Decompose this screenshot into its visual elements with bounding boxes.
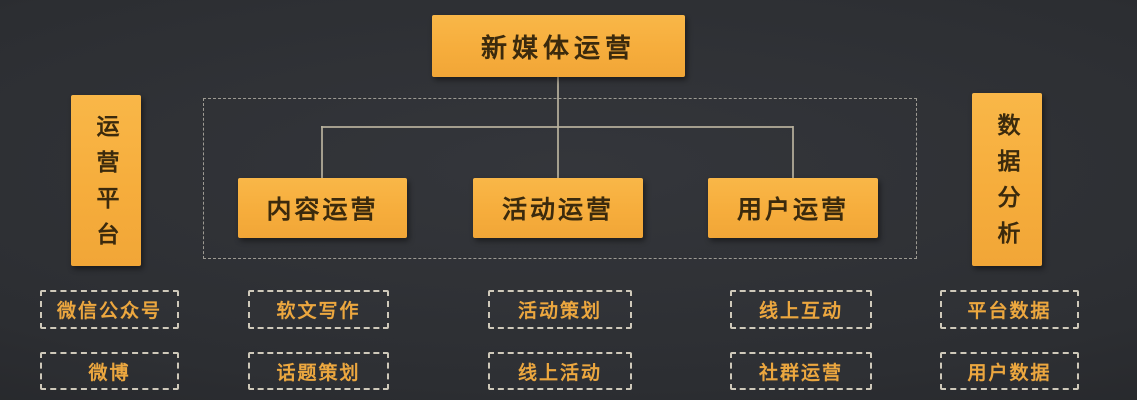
node-data-analysis: 数据分析	[972, 93, 1042, 266]
node-operations-platform-label: 运营平台	[93, 113, 119, 258]
node-root-label: 新媒体运营	[480, 32, 636, 63]
connector-left-branch-vertical	[321, 126, 323, 178]
leaf-label: 软文写作	[276, 301, 361, 322]
leaf-label: 平台数据	[967, 301, 1052, 322]
leaf-user-data: 用户数据	[940, 352, 1079, 390]
leaf-label: 线上互动	[758, 301, 843, 322]
leaf-soft-article-writing: 软文写作	[248, 290, 389, 329]
node-activity-operations-label: 活动运营	[501, 196, 614, 224]
leaf-label: 微博	[88, 362, 131, 384]
leaf-online-interaction: 线上互动	[730, 290, 872, 329]
leaf-wechat-official-account: 微信公众号	[40, 290, 179, 329]
connector-right-branch-vertical	[792, 126, 794, 178]
node-activity-operations: 活动运营	[473, 178, 643, 238]
node-operations-platform: 运营平台	[71, 95, 141, 266]
node-data-analysis-label: 数据分析	[994, 112, 1020, 257]
node-content-operations: 内容运营	[238, 178, 407, 238]
leaf-label: 微信公众号	[56, 301, 162, 322]
leaf-community-operations: 社群运营	[730, 352, 872, 390]
leaf-label: 用户数据	[967, 362, 1052, 384]
node-user-operations: 用户运营	[708, 178, 878, 238]
node-content-operations-label: 内容运营	[266, 196, 379, 224]
leaf-label: 线上活动	[517, 362, 602, 384]
branch-group-outline	[203, 98, 917, 259]
node-user-operations-label: 用户运营	[736, 196, 849, 224]
leaf-weibo: 微博	[40, 352, 179, 390]
leaf-topic-planning: 话题策划	[248, 352, 389, 390]
leaf-label: 话题策划	[276, 362, 361, 384]
connector-horizontal	[321, 126, 793, 128]
leaf-online-activities: 线上活动	[488, 352, 632, 390]
leaf-label: 活动策划	[517, 301, 602, 322]
leaf-activity-planning: 活动策划	[488, 290, 632, 329]
leaf-label: 社群运营	[758, 362, 843, 384]
node-root: 新媒体运营	[432, 15, 685, 77]
leaf-platform-data: 平台数据	[940, 290, 1079, 329]
